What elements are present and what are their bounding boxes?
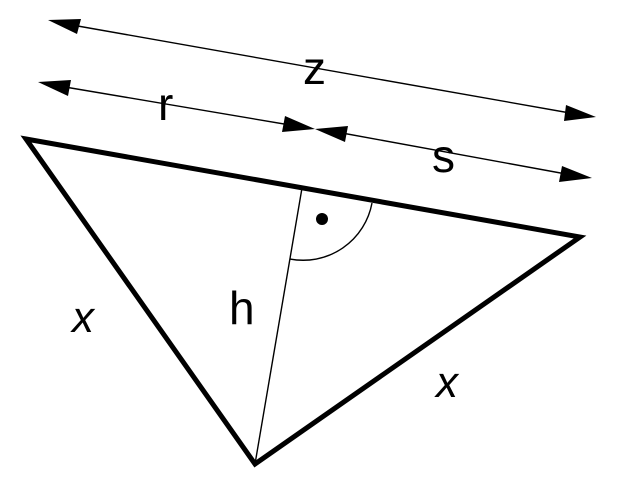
label-s: s [432, 130, 455, 182]
arrowhead-r-right [282, 116, 315, 132]
arrowhead-z-left [48, 19, 81, 34]
dimension-z [48, 19, 596, 121]
right-angle-dot [316, 213, 328, 225]
arrowhead-s-left [315, 126, 348, 142]
arrowhead-z-right [564, 105, 596, 121]
dimension-r [38, 80, 315, 132]
dimension-s [315, 126, 592, 182]
altitude-line [254, 187, 303, 465]
label-r: r [158, 78, 173, 130]
right-angle-arc [289, 202, 373, 261]
label-x-right: x [434, 358, 460, 407]
triangle [20, 135, 587, 468]
label-x-left: x [70, 293, 96, 342]
arrowhead-s-right [559, 166, 592, 182]
arrowhead-r-left [38, 80, 71, 96]
label-h: h [229, 282, 255, 334]
label-z: z [303, 42, 326, 94]
